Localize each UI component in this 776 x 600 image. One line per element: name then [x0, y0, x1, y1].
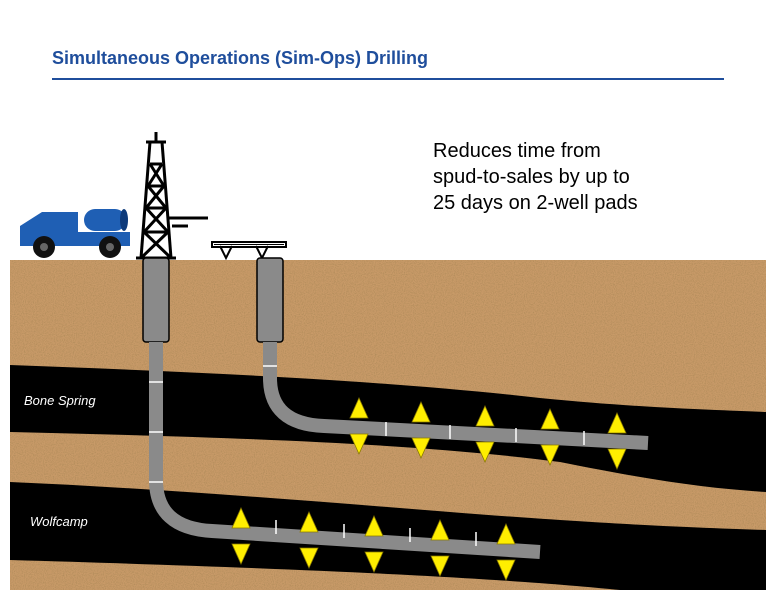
well-1	[142, 257, 541, 559]
walking-rig-icon	[211, 241, 287, 261]
frac-markers	[231, 397, 627, 581]
frac-marker-icon	[607, 412, 627, 470]
title-rule	[52, 78, 724, 80]
frac-marker-icon	[475, 405, 495, 463]
well-2-conductor	[256, 257, 284, 343]
well-1-pipe	[149, 342, 541, 559]
frac-marker-icon	[411, 401, 431, 459]
slide-title: Simultaneous Operations (Sim-Ops) Drilli…	[52, 48, 429, 68]
frac-marker-icon	[299, 511, 319, 569]
frac-marker-icon	[349, 397, 369, 455]
callout-line-1: Reduces time from	[433, 140, 601, 162]
pipe-joints	[149, 365, 585, 546]
wolfcamp-label: Wolfcamp	[30, 514, 88, 529]
frac-marker-icon	[364, 515, 384, 573]
callout-line-3: 25 days on 2-well pads	[433, 192, 638, 214]
bone-spring-label: Bone Spring	[24, 393, 96, 408]
callout-line-2: spud-to-sales by up to	[433, 166, 630, 188]
frac-marker-icon	[540, 408, 560, 466]
callout-text: Reduces time from spud-to-sales by up to…	[433, 138, 638, 216]
frac-marker-icon	[496, 523, 516, 581]
frac-marker-icon	[430, 519, 450, 577]
well-2	[256, 257, 649, 450]
well-2-pipe	[263, 342, 649, 450]
truck-icon	[20, 209, 130, 258]
well-1-conductor	[142, 257, 170, 343]
drilling-rig-icon	[136, 132, 208, 260]
frac-marker-icon	[231, 507, 251, 565]
